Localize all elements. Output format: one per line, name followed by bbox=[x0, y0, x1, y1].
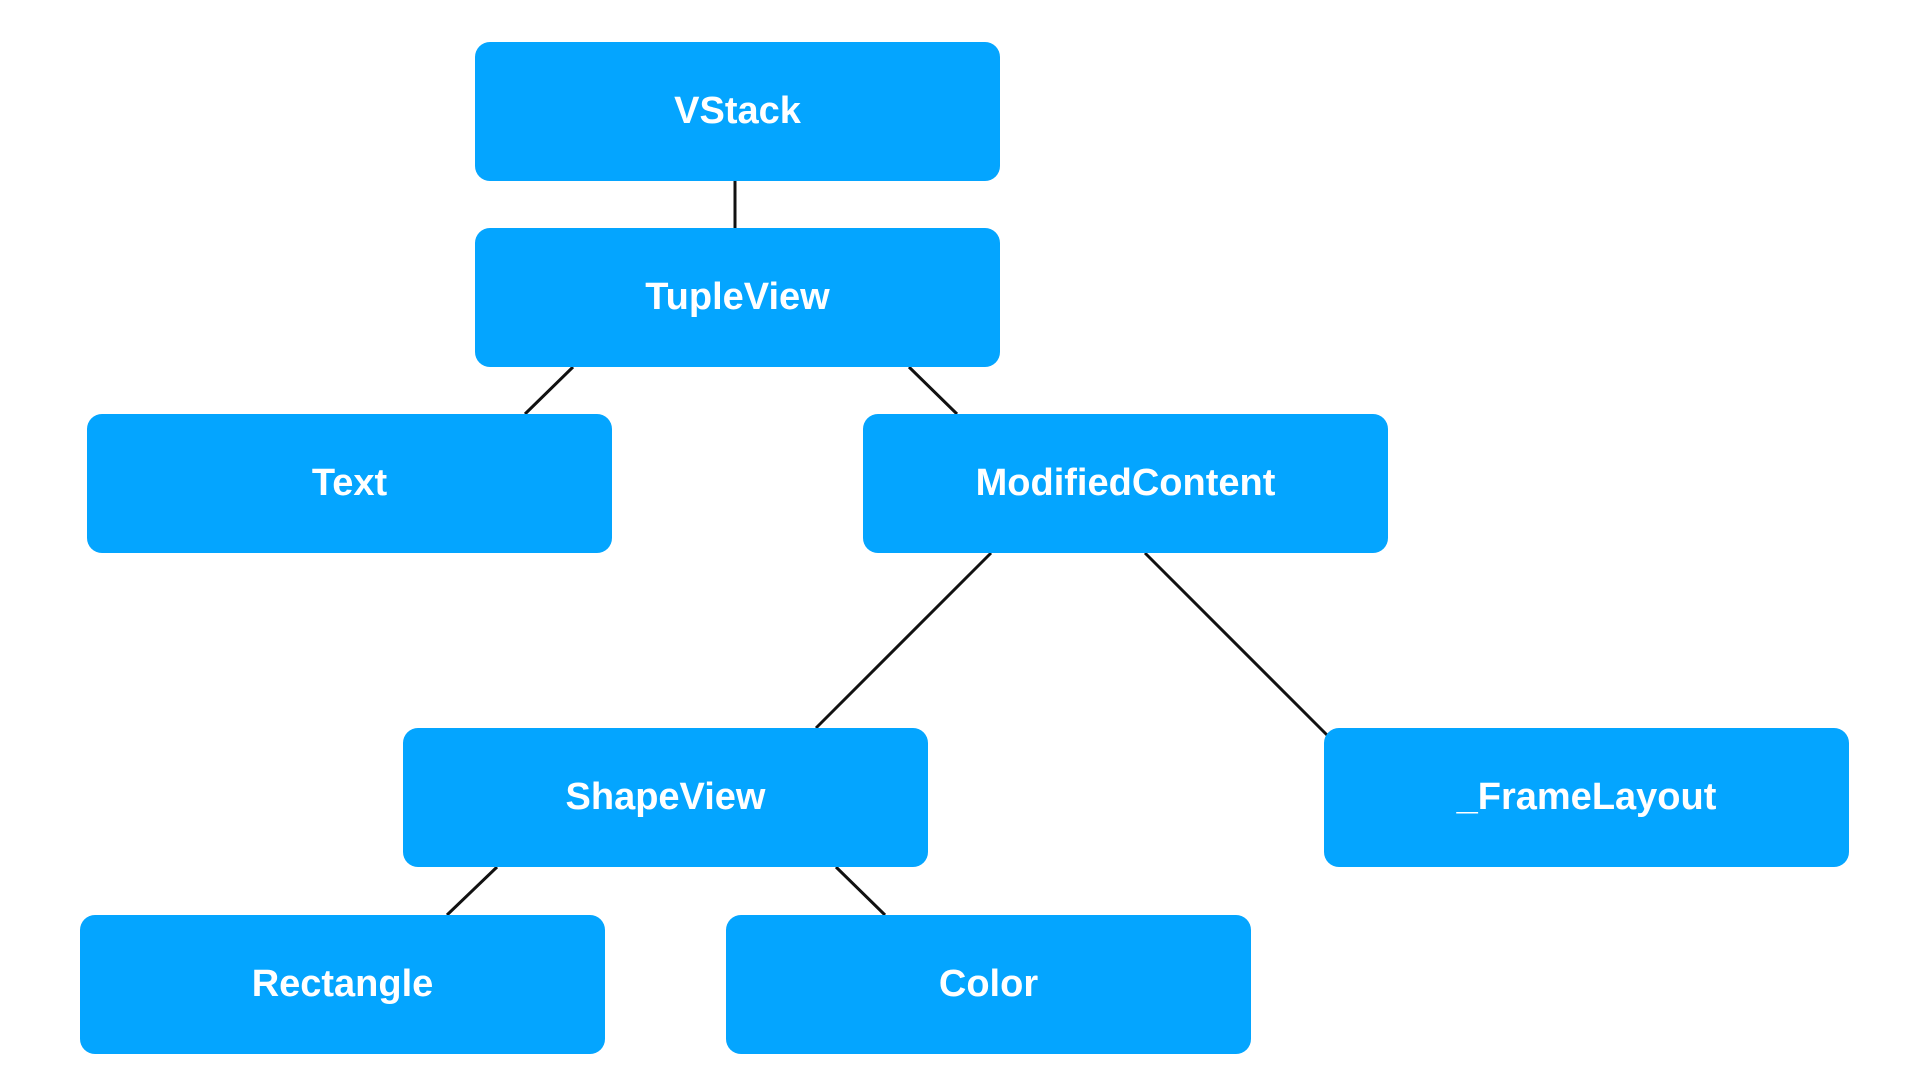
edge-shapeview-color bbox=[834, 865, 887, 917]
node-label-framelayout: _FrameLayout bbox=[1456, 776, 1717, 818]
edge-tupleview-text bbox=[523, 365, 575, 416]
node-label-color: Color bbox=[938, 963, 1039, 1005]
node-label-tupleview: TupleView bbox=[645, 276, 830, 318]
node-label-modified-content: ModifiedContent bbox=[975, 462, 1276, 504]
edge-tupleview-modified bbox=[907, 365, 959, 416]
node-modified-content: ModifiedContent bbox=[863, 414, 1388, 553]
edge-modified-framelayout bbox=[1143, 551, 1330, 738]
node-label-rectangle: Rectangle bbox=[251, 963, 434, 1005]
node-tupleview: TupleView bbox=[475, 228, 1000, 367]
node-label-vstack: VStack bbox=[674, 90, 801, 132]
edge-shapeview-rectangle bbox=[445, 865, 499, 917]
node-label-shapeview: ShapeView bbox=[565, 776, 766, 818]
node-framelayout: _FrameLayout bbox=[1324, 728, 1849, 867]
node-label-text: Text bbox=[311, 462, 388, 504]
edge-modified-shapeview bbox=[814, 551, 993, 730]
node-shapeview: ShapeView bbox=[403, 728, 928, 867]
node-vstack: VStack bbox=[475, 42, 1000, 181]
node-text: Text bbox=[87, 414, 612, 553]
node-color: Color bbox=[726, 915, 1251, 1054]
node-rectangle: Rectangle bbox=[80, 915, 605, 1054]
